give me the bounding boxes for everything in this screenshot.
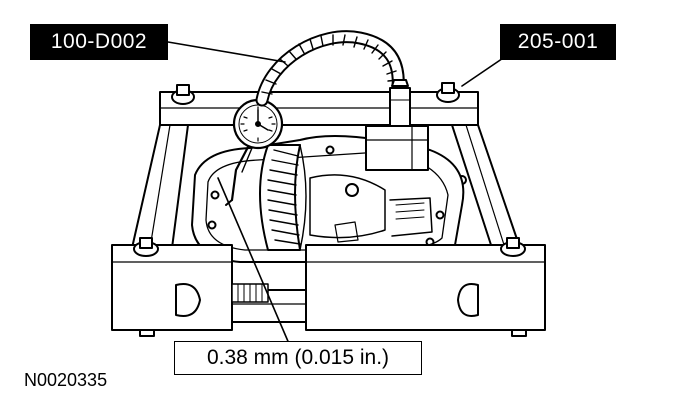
bolt-head xyxy=(171,84,195,105)
measurement-callout: 0.38 mm (0.015 in.) xyxy=(174,341,422,375)
ring-gear xyxy=(259,144,307,251)
flexible-arm xyxy=(255,30,405,107)
bolt-head xyxy=(436,82,460,103)
dial-indicator xyxy=(225,98,284,206)
tool-label-100-d002: 100-D002 xyxy=(30,24,168,60)
clamp-block-right xyxy=(305,237,546,331)
magnetic-base xyxy=(365,79,429,171)
tool-label-205-001: 205-001 xyxy=(500,24,616,60)
figure-id: N0020335 xyxy=(24,370,108,390)
clamp-block-left xyxy=(111,237,269,331)
